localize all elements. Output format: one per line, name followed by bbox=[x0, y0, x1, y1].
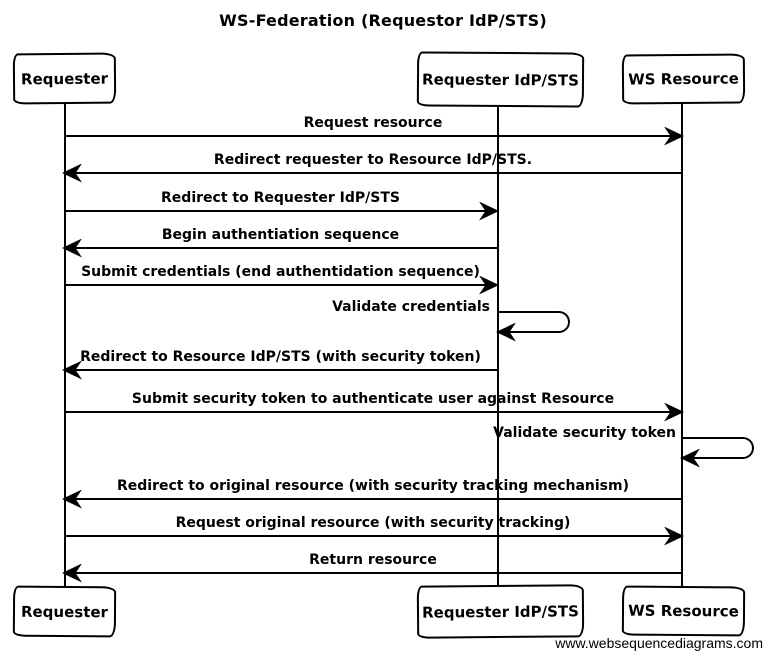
message-arrow bbox=[64, 526, 684, 546]
message-arrow bbox=[62, 163, 682, 183]
message-label: Redirect to Requester IdP/STS bbox=[161, 190, 400, 206]
lifeline-ws-resource bbox=[681, 100, 683, 587]
message-label: Redirect to Resource IdP/STS (with secur… bbox=[80, 349, 481, 365]
message-label: Submit credentials (end authentidation s… bbox=[81, 264, 480, 280]
message-label: Return resource bbox=[309, 552, 437, 568]
message-arrow bbox=[62, 238, 497, 258]
actor-top-requester: Requester bbox=[12, 52, 117, 105]
message-3: Redirect to Requester IdP/STS bbox=[64, 189, 499, 221]
self-message-label-validate-credentials: Validate credentials bbox=[332, 299, 490, 315]
message-5: Submit credentials (end authentidation s… bbox=[64, 263, 499, 295]
message-label: Request original resource (with security… bbox=[175, 515, 571, 531]
message-10: Redirect to original resource (with secu… bbox=[62, 477, 682, 509]
watermark: www.websequencediagrams.com bbox=[555, 635, 763, 651]
message-arrow bbox=[64, 275, 499, 295]
message-7: Redirect to Resource IdP/STS (with secur… bbox=[62, 348, 497, 380]
actor-label: Requester bbox=[20, 602, 109, 621]
message-11: Request original resource (with security… bbox=[64, 514, 684, 546]
actor-label: Requester IdP/STS bbox=[422, 601, 579, 622]
arrowhead-left-icon bbox=[496, 322, 516, 342]
message-arrow bbox=[62, 489, 682, 509]
actor-bottom-requester-idp-sts: Requester IdP/STS bbox=[416, 584, 585, 639]
diagram-title: WS-Federation (Requestor IdP/STS) bbox=[219, 11, 547, 30]
actor-label: Requester IdP/STS bbox=[422, 69, 579, 90]
message-label: Submit security token to authenticate us… bbox=[131, 391, 615, 407]
message-1: Request resource bbox=[64, 114, 684, 146]
lifeline-requester bbox=[64, 100, 66, 587]
self-message-loop-validate-security-token bbox=[680, 437, 754, 468]
self-message-label-validate-security-token: Validate security token bbox=[493, 425, 676, 441]
actor-label: WS Resource bbox=[628, 69, 739, 89]
actor-top-requester-idp-sts: Requester IdP/STS bbox=[416, 51, 585, 108]
message-arrow bbox=[62, 360, 497, 380]
message-label: Redirect to original resource (with secu… bbox=[116, 478, 629, 494]
arrowhead-left-icon bbox=[680, 448, 700, 468]
actor-bottom-ws-resource: WS Resource bbox=[621, 585, 746, 637]
message-label: Begin authentiation sequence bbox=[161, 227, 400, 243]
message-arrow bbox=[62, 563, 682, 583]
message-2: Redirect requester to Resource IdP/STS. bbox=[62, 151, 682, 183]
message-4: Begin authentiation sequence bbox=[62, 226, 497, 258]
message-12: Return resource bbox=[62, 551, 682, 583]
message-arrow bbox=[64, 201, 499, 221]
actor-top-ws-resource: WS Resource bbox=[621, 53, 746, 105]
message-label: Redirect requester to Resource IdP/STS. bbox=[213, 152, 533, 168]
actor-label: WS Resource bbox=[628, 601, 739, 621]
message-8: Submit security token to authenticate us… bbox=[64, 390, 684, 422]
actor-label: Requester bbox=[20, 69, 109, 88]
actor-bottom-requester: Requester bbox=[12, 585, 117, 638]
lifeline-requester-idp-sts bbox=[497, 100, 499, 587]
message-label: Request resource bbox=[303, 115, 443, 131]
message-arrow bbox=[64, 402, 684, 422]
self-message-loop-validate-credentials bbox=[496, 311, 570, 342]
message-arrow bbox=[64, 126, 684, 146]
